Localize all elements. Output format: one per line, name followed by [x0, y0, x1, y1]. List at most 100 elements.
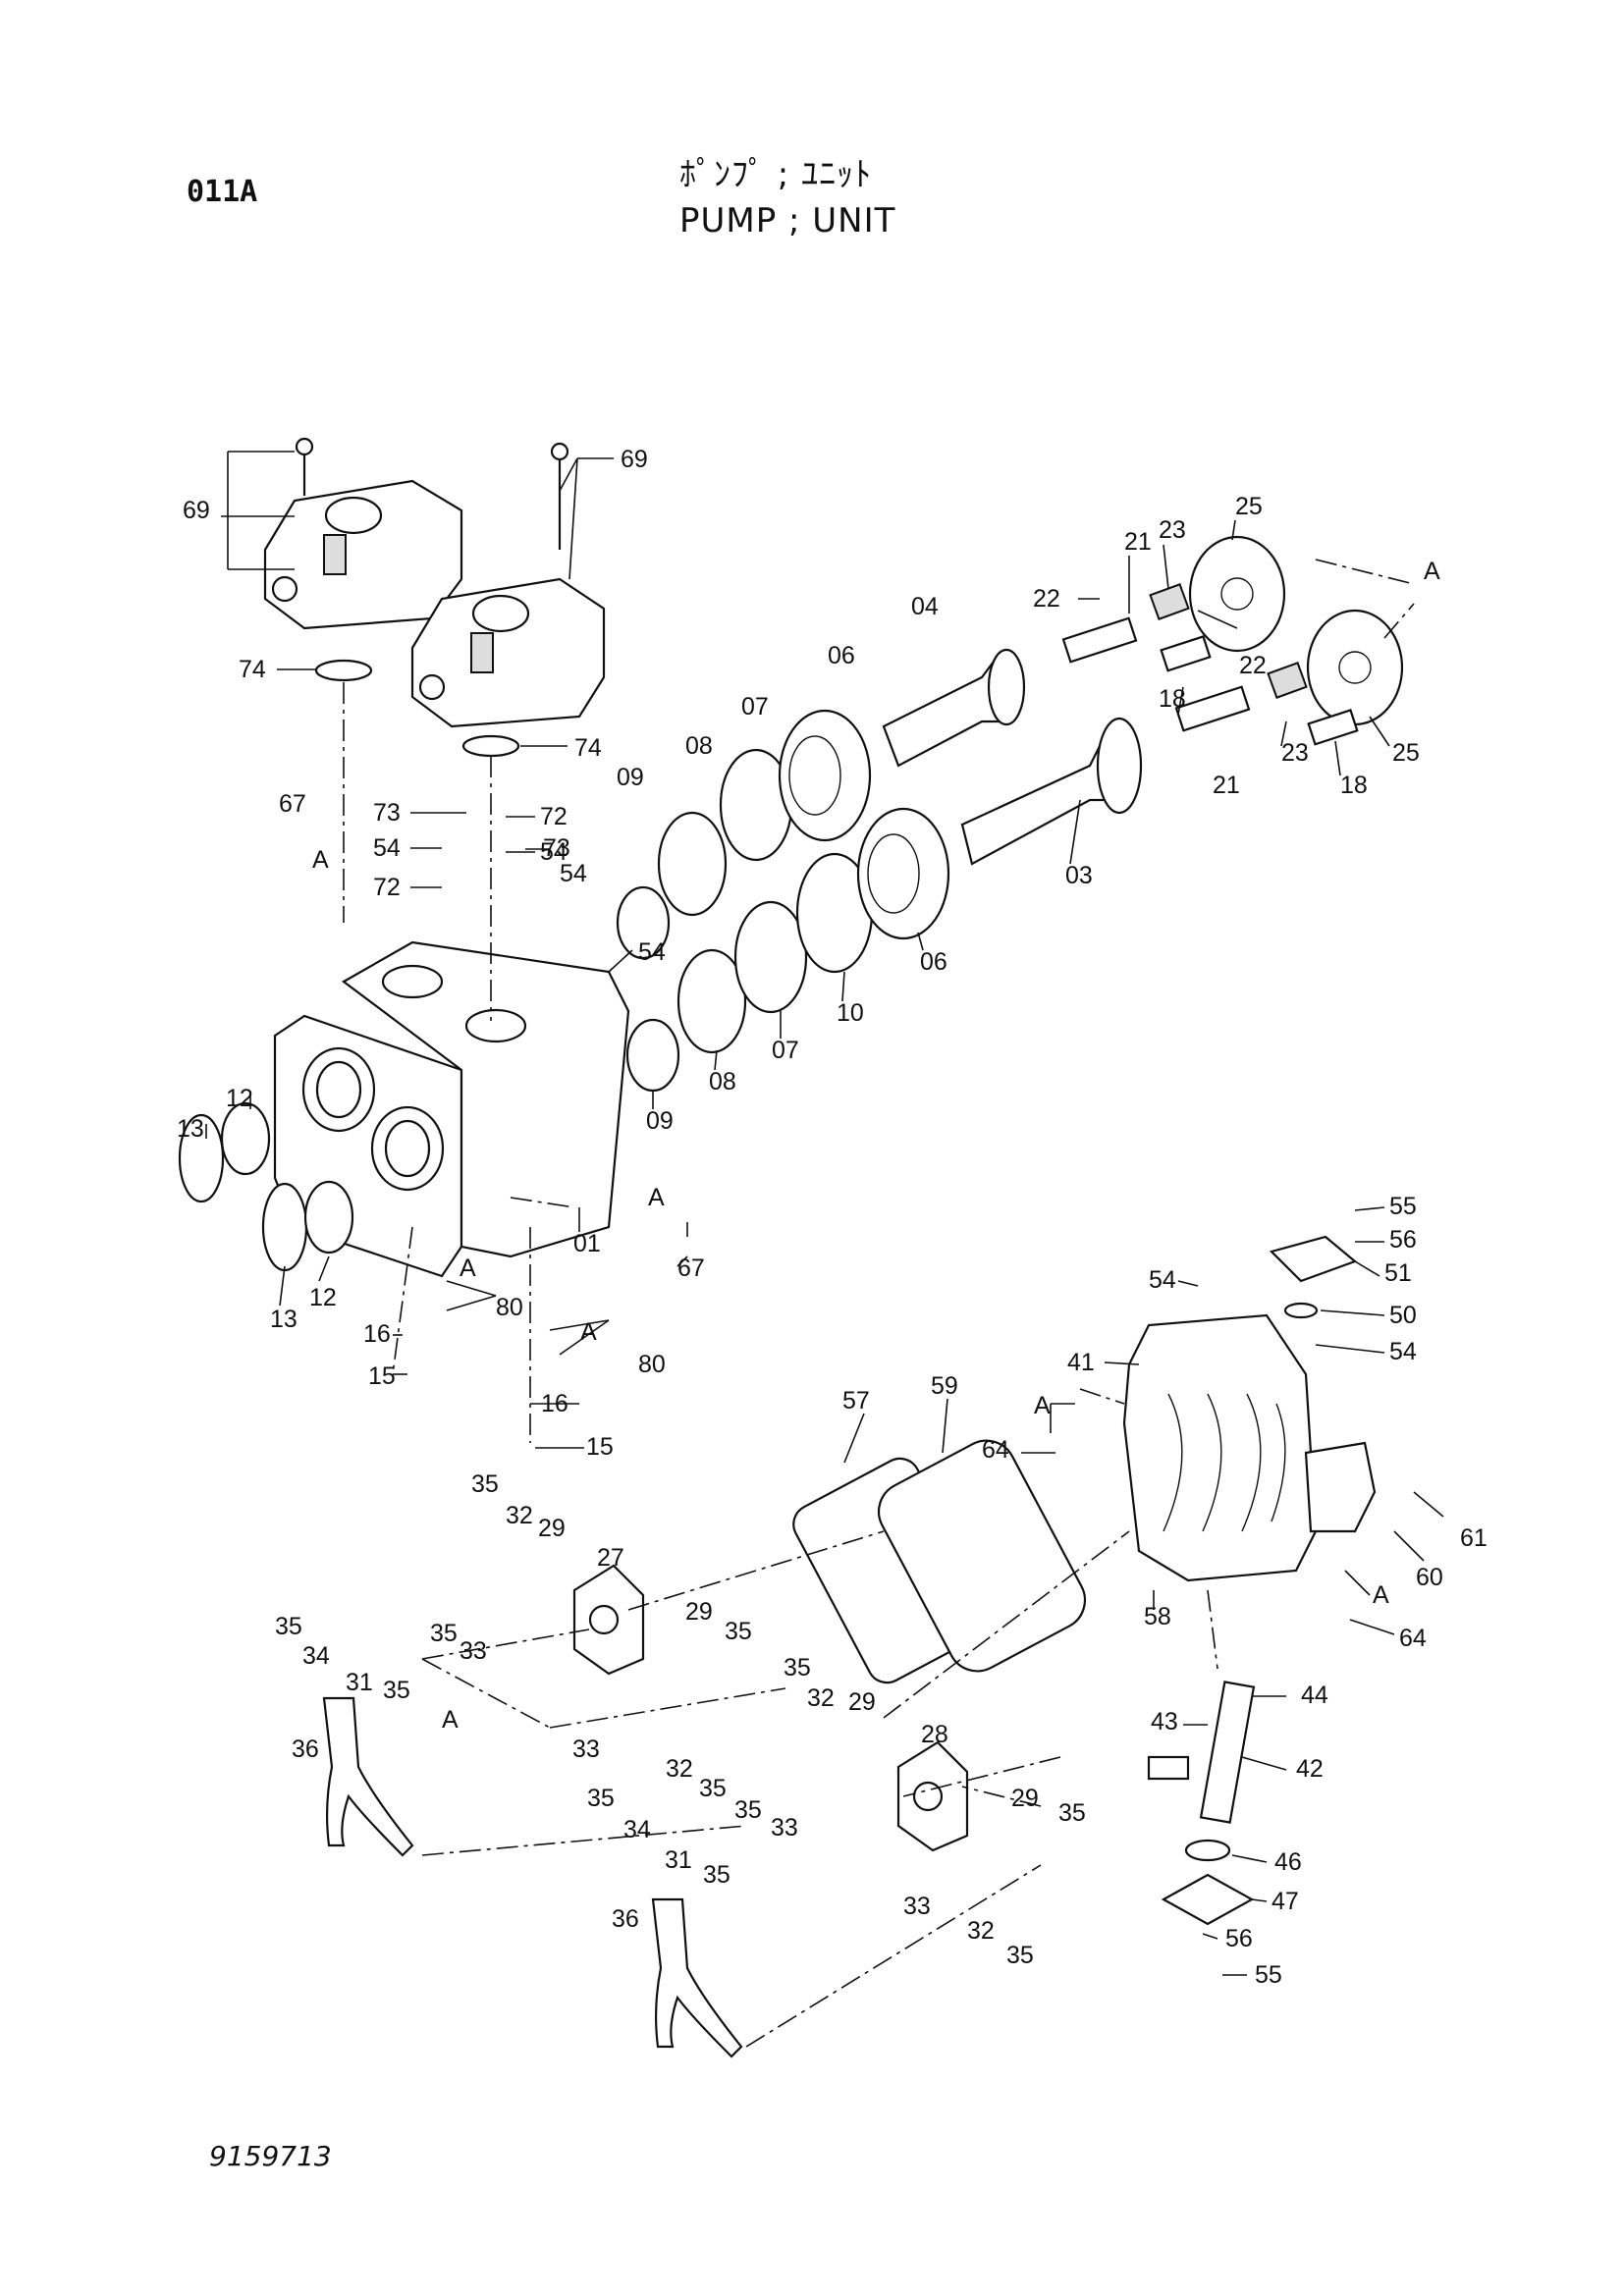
- callout-label: 35: [430, 1620, 458, 1647]
- cylinder-block-25-lower: [1306, 609, 1404, 726]
- leader-line: [1354, 1260, 1380, 1277]
- callout-label: 35: [1006, 1942, 1034, 1969]
- leader-line: [745, 1864, 1042, 2048]
- callout-label: 35: [699, 1775, 727, 1802]
- leader-line: [1197, 610, 1238, 629]
- leader-line: [1177, 1280, 1199, 1287]
- callout-label: 56: [1225, 1925, 1253, 1952]
- callout-label: 54: [638, 938, 666, 966]
- callout-label: 35: [471, 1470, 499, 1498]
- leader-line: [421, 1825, 747, 1856]
- callout-label: 35: [734, 1796, 762, 1824]
- callout-label: 22: [1239, 652, 1267, 679]
- piston-18-lower: [1307, 709, 1359, 746]
- callout-label: 54: [373, 834, 401, 862]
- callout-label: 18: [1340, 772, 1368, 799]
- leader-line: [1079, 1388, 1125, 1405]
- leader-line: [279, 1265, 286, 1307]
- callout-label: 54: [560, 860, 587, 887]
- leader-line: [421, 1658, 551, 1729]
- leader-line: [421, 1629, 590, 1660]
- leader-line: [568, 457, 578, 580]
- callout-label: 33: [903, 1893, 931, 1920]
- leader-line: [1207, 1589, 1218, 1670]
- callout-label: A: [580, 1318, 597, 1346]
- callout-label: 32: [506, 1502, 533, 1529]
- callout-label: 28: [921, 1721, 948, 1748]
- bearing-08-lower: [676, 948, 747, 1054]
- callout-label: A: [1424, 558, 1440, 585]
- callout-label: 31: [346, 1669, 373, 1696]
- callout-label: A: [442, 1706, 459, 1734]
- callout-label: 07: [741, 693, 769, 721]
- callout-label: 35: [587, 1785, 615, 1812]
- callout-label: 35: [784, 1654, 811, 1682]
- callout-label: 57: [842, 1387, 870, 1415]
- leader-line: [549, 1319, 610, 1331]
- ring-09-upper: [616, 885, 671, 960]
- callout-label: 29: [685, 1598, 713, 1626]
- callout-label: 50: [1389, 1302, 1417, 1329]
- callout-label: 46: [1274, 1848, 1302, 1876]
- callout-label: 21: [1213, 772, 1240, 799]
- callout-label: 74: [239, 656, 266, 683]
- leader-line: [549, 1687, 786, 1729]
- leader-line: [1383, 603, 1415, 639]
- callout-label: A: [1373, 1581, 1389, 1609]
- leader-line: [1369, 716, 1390, 747]
- bearing-06-upper: [778, 709, 872, 842]
- leader-line: [1104, 1362, 1140, 1365]
- leader-line: [961, 1786, 1042, 1807]
- callout-label: 03: [1065, 862, 1093, 889]
- callout-label: A: [460, 1255, 476, 1282]
- leader-line: [714, 1049, 718, 1071]
- leader-line: [1251, 1898, 1268, 1902]
- callout-label: 04: [911, 593, 939, 620]
- seal-12-lower: [303, 1180, 354, 1255]
- regulator-right: [410, 442, 606, 728]
- callout-label: A: [648, 1184, 665, 1211]
- callout-label: 32: [807, 1684, 835, 1712]
- leader-line: [392, 1226, 413, 1375]
- callout-label: 16: [363, 1320, 391, 1348]
- callout-label: 13: [270, 1306, 298, 1333]
- callout-label: 80: [496, 1294, 523, 1321]
- callout-label: 33: [572, 1735, 600, 1763]
- callout-label: 29: [538, 1515, 566, 1542]
- leader-line: [1413, 1491, 1444, 1518]
- leader-line: [843, 1413, 865, 1464]
- document-number: 9159713: [209, 2140, 332, 2172]
- cylinder-block-25-upper: [1188, 535, 1286, 653]
- title-english: PUMP ; UNIT: [679, 201, 896, 240]
- callout-label: 12: [226, 1085, 253, 1112]
- regulator-left: [263, 437, 463, 630]
- leader-line: [559, 457, 578, 492]
- callout-label: A: [1034, 1392, 1051, 1419]
- callout-label: 74: [574, 734, 602, 762]
- snap-ring-13-upper: [178, 1113, 225, 1203]
- leader-line: [559, 1319, 610, 1356]
- piston-21-lower: [1174, 685, 1251, 732]
- pipe-42: [1147, 1681, 1256, 1824]
- callout-label: 23: [1281, 739, 1309, 767]
- callout-label: 33: [460, 1637, 487, 1665]
- callout-label: 35: [725, 1618, 752, 1645]
- callout-label: 29: [848, 1688, 876, 1716]
- callout-label: 09: [617, 764, 644, 791]
- leader-line: [883, 1530, 1130, 1719]
- callout-label: 61: [1460, 1524, 1488, 1552]
- gear-housing-41: [1122, 1313, 1377, 1582]
- callout-label: 73: [543, 834, 570, 862]
- callout-label: 15: [586, 1433, 614, 1461]
- o-ring-50: [1283, 1302, 1319, 1319]
- part-drawings: [178, 437, 1404, 2058]
- shaft-03: [960, 717, 1143, 866]
- leader-line: [1069, 799, 1081, 865]
- leader-line: [1202, 1933, 1218, 1940]
- leader-line: [1393, 1530, 1425, 1562]
- callout-label: 54: [1389, 1338, 1417, 1365]
- leader-line: [318, 1255, 330, 1282]
- leader-line: [676, 1255, 688, 1267]
- callout-label: 32: [666, 1755, 693, 1783]
- callout-label: 47: [1271, 1888, 1299, 1915]
